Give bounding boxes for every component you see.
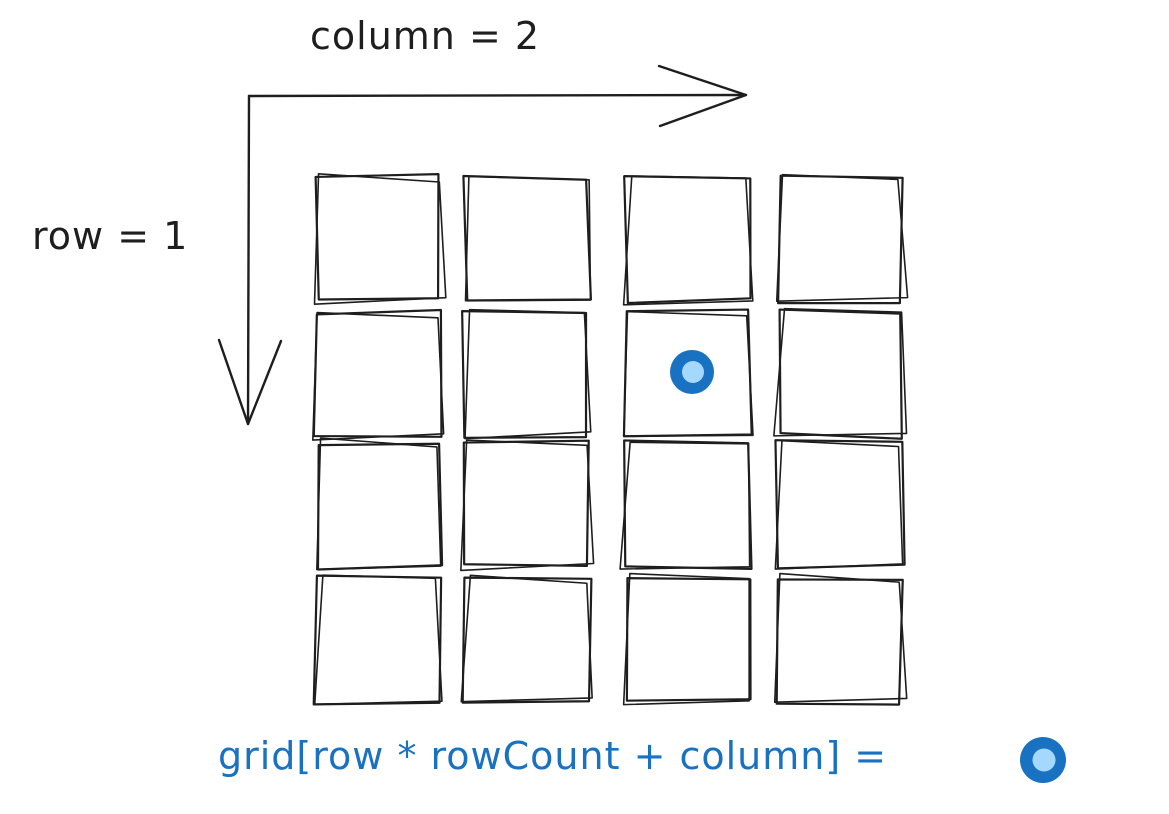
grid-cell: [622, 308, 754, 438]
grid-cell: [773, 572, 908, 706]
formula-label: grid[row * rowCount + column] =: [218, 734, 888, 778]
grid-cell: [316, 437, 444, 571]
grid-cell: [622, 572, 752, 706]
grid-cell: [313, 173, 447, 305]
grid-cell: [774, 439, 906, 570]
row-axis-arrow: [217, 94, 283, 426]
grid-cell: [312, 574, 443, 706]
markers: [670, 350, 1066, 783]
grid-cell: [312, 308, 445, 441]
grid-cell: [461, 308, 592, 440]
column-label: column = 2: [310, 14, 541, 58]
grid-cell: [460, 439, 595, 572]
grid: [312, 173, 909, 706]
column-axis-arrow: [247, 64, 748, 128]
row-label: row = 1: [32, 214, 189, 258]
blue-dot-icon: [1020, 737, 1066, 783]
grid-cell: [773, 307, 908, 440]
grid-cell: [622, 175, 754, 306]
grid-cell: [775, 173, 909, 305]
grid-cell: [462, 174, 592, 302]
grid-cell: [619, 439, 753, 571]
blue-dot-icon: [670, 350, 714, 394]
axes: [217, 64, 748, 426]
grid-cell: [460, 574, 593, 704]
